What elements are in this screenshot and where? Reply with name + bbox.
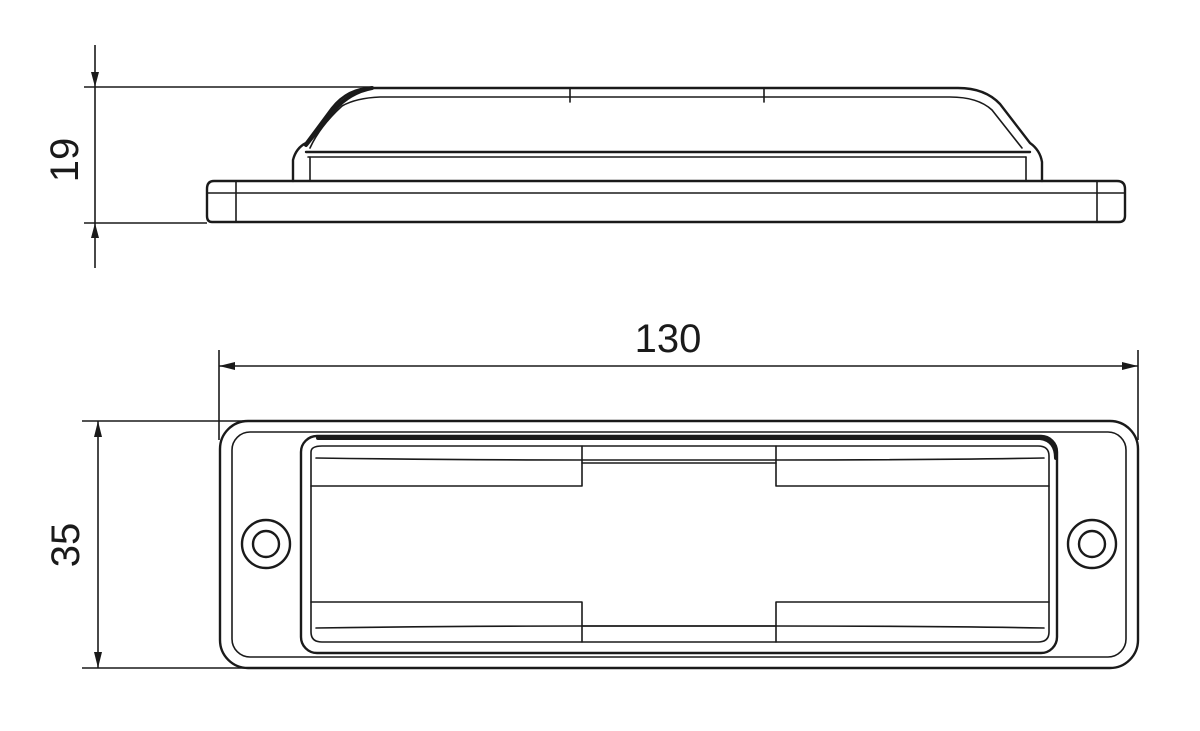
height-dimension-label: 19	[43, 138, 87, 183]
width-arrow-top	[94, 421, 102, 437]
length-dimension-label: 130	[635, 317, 702, 361]
mounting-hole-left	[240, 518, 292, 570]
length-arrow-right	[1122, 362, 1138, 370]
width-dimension-label: 35	[44, 523, 88, 568]
height-arrow-bottom	[91, 223, 99, 238]
side-view-lens-dome	[291, 86, 1044, 183]
length-dimension: 130	[218, 317, 1139, 440]
side-view: 19	[43, 45, 1127, 268]
width-arrow-bottom	[94, 652, 102, 668]
mounting-hole-right	[1066, 518, 1118, 570]
top-view-lens-housing	[299, 434, 1059, 655]
top-view-base-plate	[218, 419, 1140, 670]
height-dimension: 19	[43, 45, 372, 268]
height-arrow-top	[91, 72, 99, 87]
width-dimension: 35	[44, 420, 248, 669]
top-view: 130 35	[44, 317, 1140, 670]
length-arrow-left	[219, 362, 235, 370]
side-view-base-plate	[205, 179, 1127, 224]
